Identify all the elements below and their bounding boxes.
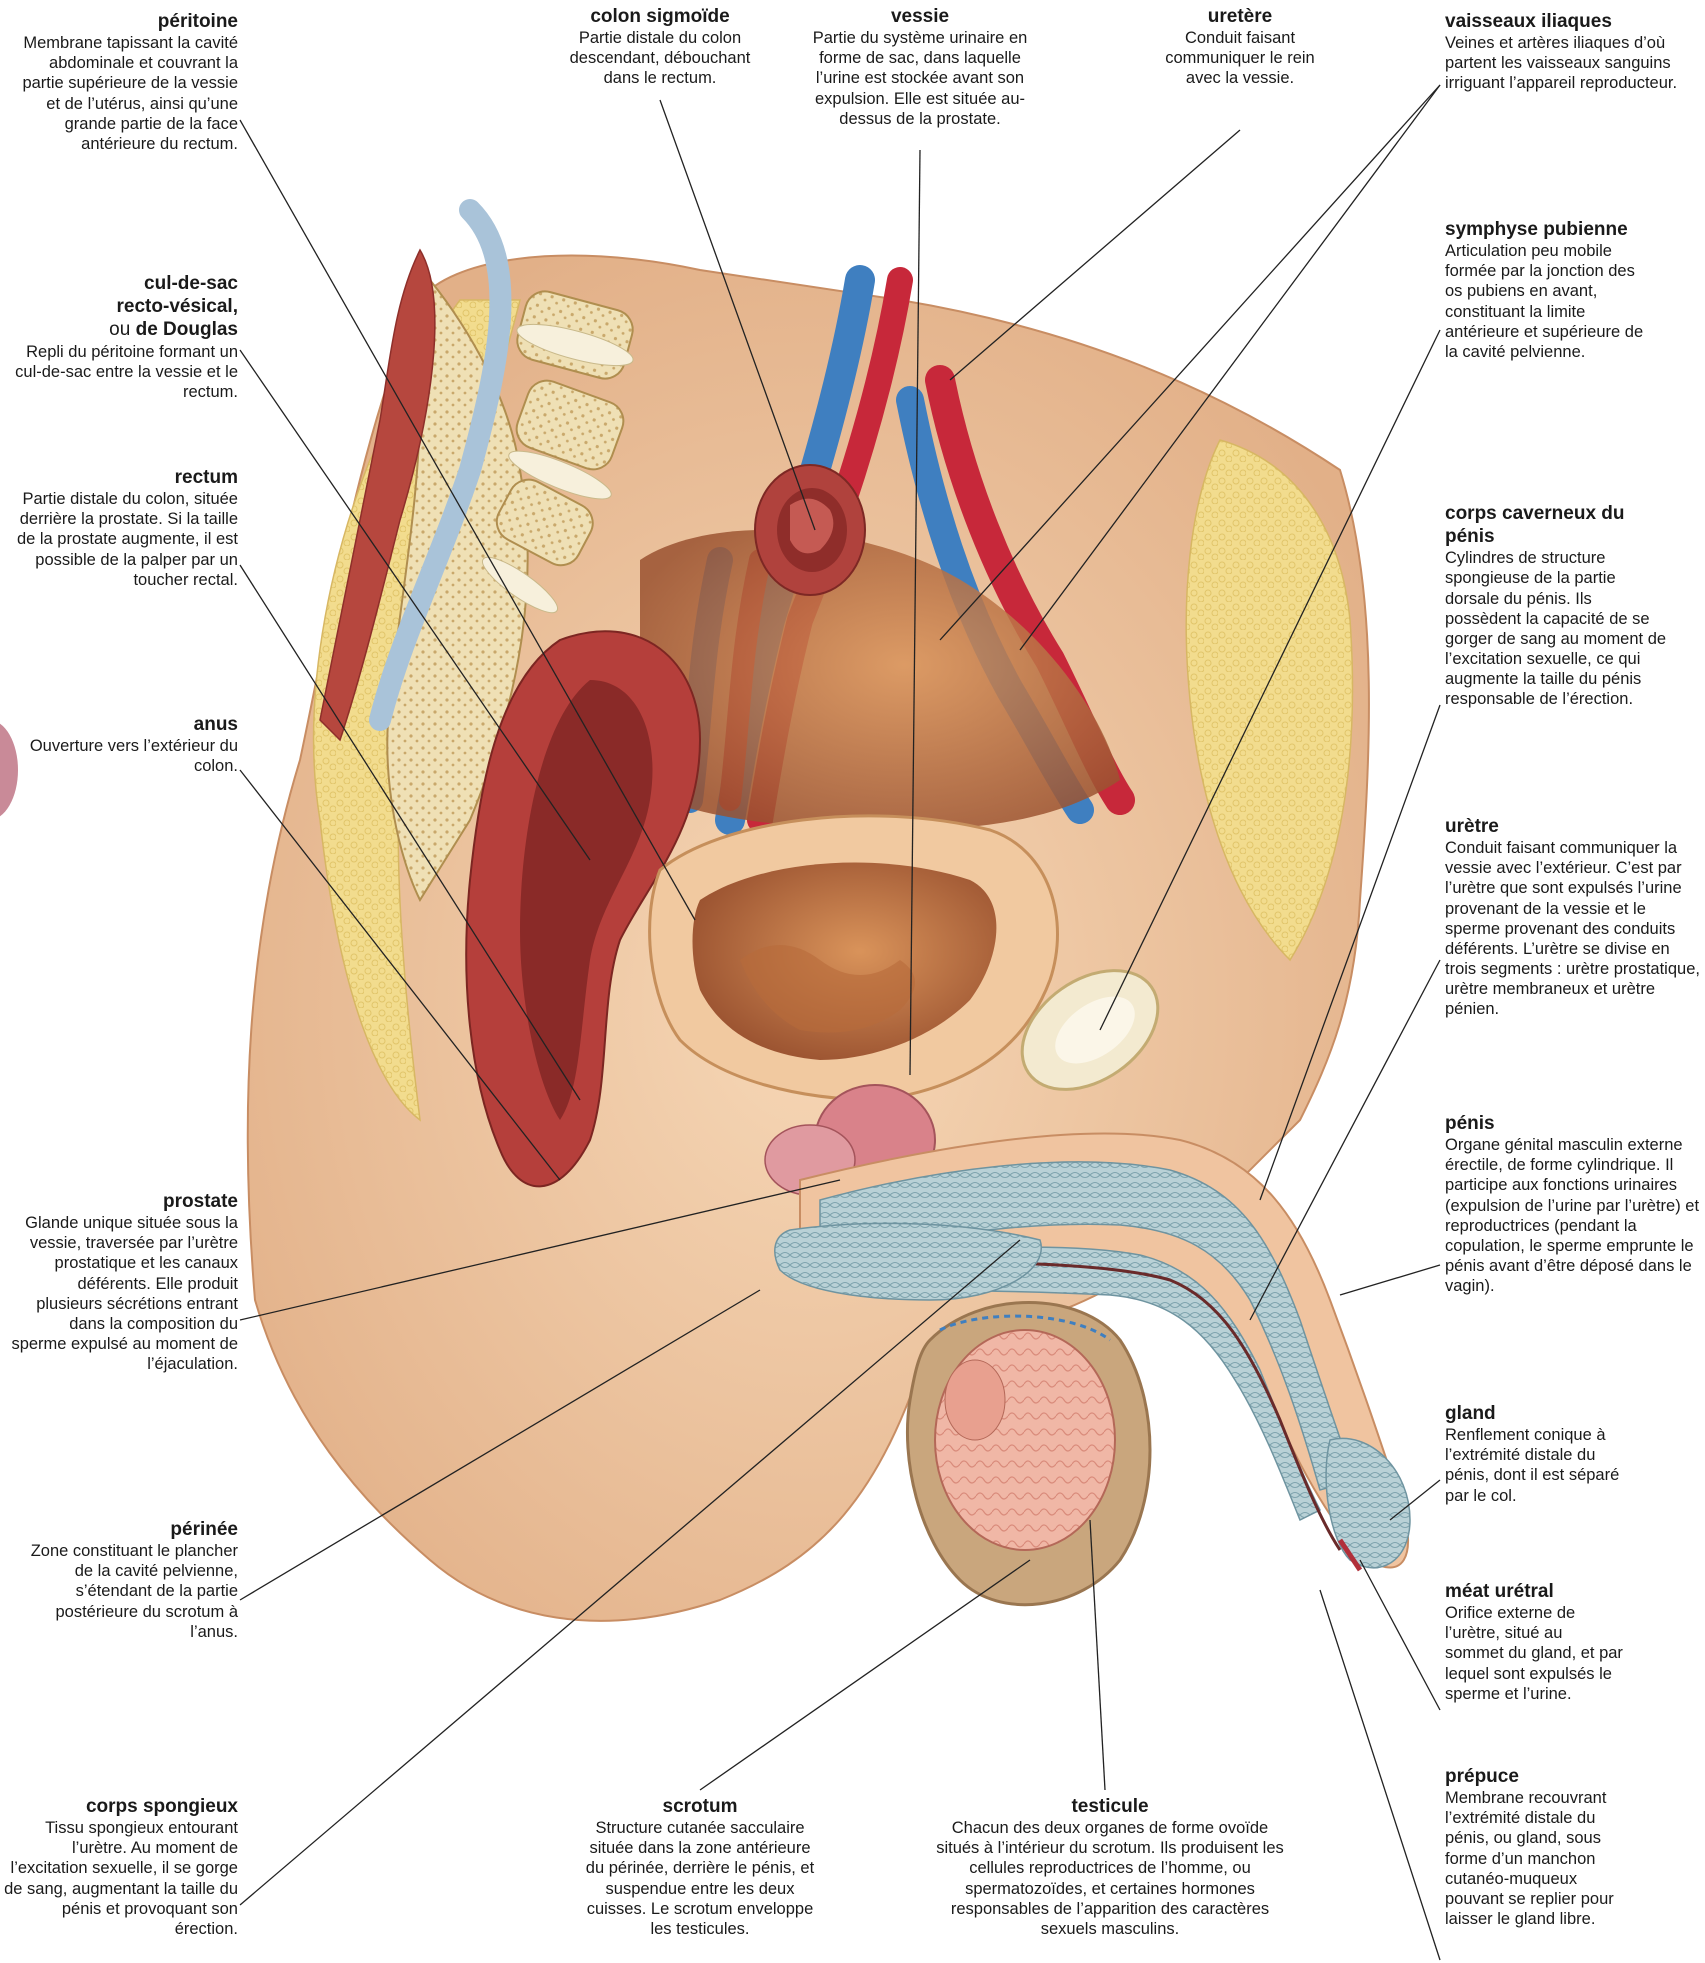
label-penis-title: pénis <box>1445 1112 1700 1135</box>
label-colon-sigmoide-text: Partie distale du colon descendant, débo… <box>550 28 770 88</box>
label-cul-de-sac-title-2: recto-vésical, <box>10 295 238 318</box>
label-corps-spongieux-title: corps spongieux <box>0 1795 238 1818</box>
label-rectum: rectum Partie distale du colon, située d… <box>10 466 238 590</box>
label-scrotum: scrotum Structure cutanée sacculaire sit… <box>580 1795 820 1939</box>
label-cul-de-sac-bold: de Douglas <box>136 319 238 340</box>
label-symphyse-text: Articulation peu mobile formée par la jo… <box>1445 241 1655 362</box>
label-prostate: prostate Glande unique située sous la ve… <box>10 1190 238 1374</box>
label-testicule: testicule Chacun des deux organes de for… <box>935 1795 1285 1939</box>
label-prepuce-text: Membrane recouvrant l’extrémité distale … <box>1445 1788 1635 1929</box>
label-symphyse-title: symphyse pubienne <box>1445 218 1655 241</box>
label-symphyse-pubienne: symphyse pubienne Articulation peu mobil… <box>1445 218 1655 362</box>
label-cul-de-sac-prefix: ou <box>109 319 135 340</box>
label-testicule-text: Chacun des deux organes de forme ovoïde … <box>935 1818 1285 1939</box>
label-colon-sigmoide-title: colon sigmoïde <box>550 5 770 28</box>
label-vaisseaux-iliaques-text: Veines et artères iliaques d’où partent … <box>1445 33 1695 93</box>
label-cul-de-sac: cul-de-sac recto-vésical, ou de Douglas … <box>10 272 238 402</box>
sigmoid-colon <box>755 465 865 595</box>
label-uretere-title: uretère <box>1165 5 1315 28</box>
label-gland-title: gland <box>1445 1402 1625 1425</box>
label-anus-title: anus <box>10 713 238 736</box>
label-vaisseaux-iliaques-title: vaisseaux iliaques <box>1445 10 1695 33</box>
label-colon-sigmoide: colon sigmoïde Partie distale du colon d… <box>550 5 770 89</box>
label-cul-de-sac-title-3: ou de Douglas <box>10 318 238 341</box>
label-corps-spongieux-text: Tissu spongieux entourant l’urètre. Au m… <box>0 1818 238 1939</box>
label-peritoine-text: Membrane tapissant la cavité abdominale … <box>10 33 238 154</box>
label-anus-text: Ouverture vers l’extérieur du colon. <box>10 736 238 776</box>
label-meat-uretral: méat urétral Orifice externe de l’urètre… <box>1445 1580 1625 1704</box>
label-vessie: vessie Partie du système urinaire en for… <box>800 5 1040 129</box>
label-vessie-text: Partie du système urinaire en forme de s… <box>800 28 1040 129</box>
label-vessie-title: vessie <box>800 5 1040 28</box>
label-vaisseaux-iliaques: vaisseaux iliaques Veines et artères ili… <box>1445 10 1695 94</box>
label-prepuce: prépuce Membrane recouvrant l’extrémité … <box>1445 1765 1635 1929</box>
label-peritoine-title: péritoine <box>10 10 238 33</box>
label-uretre: urètre Conduit faisant communiquer la ve… <box>1445 815 1700 1019</box>
label-corps-caverneux-text: Cylindres de structure spongieuse de la … <box>1445 548 1670 709</box>
label-anus: anus Ouverture vers l’extérieur du colon… <box>10 713 238 776</box>
label-scrotum-text: Structure cutanée sacculaire située dans… <box>580 1818 820 1939</box>
label-corps-caverneux-title: corps caverneux du pénis <box>1445 502 1670 548</box>
label-meat-title: méat urétral <box>1445 1580 1625 1603</box>
label-corps-caverneux: corps caverneux du pénis Cylindres de st… <box>1445 502 1670 709</box>
label-prostate-text: Glande unique située sous la vessie, tra… <box>10 1213 238 1374</box>
label-gland-text: Renflement conique à l’extrémité distale… <box>1445 1425 1625 1506</box>
label-prostate-title: prostate <box>10 1190 238 1213</box>
label-gland: gland Renflement conique à l’extrémité d… <box>1445 1402 1625 1506</box>
label-peritoine: péritoine Membrane tapissant la cavité a… <box>10 10 238 154</box>
label-rectum-text: Partie distale du colon, située derrière… <box>10 489 238 590</box>
label-scrotum-title: scrotum <box>580 1795 820 1818</box>
label-penis: pénis Organe génital masculin externe ér… <box>1445 1112 1700 1296</box>
label-uretre-text: Conduit faisant communiquer la vessie av… <box>1445 838 1700 1019</box>
label-testicule-title: testicule <box>935 1795 1285 1818</box>
label-penis-text: Organe génital masculin externe érectile… <box>1445 1135 1700 1296</box>
label-uretere: uretère Conduit faisant communiquer le r… <box>1165 5 1315 89</box>
label-perinee: périnée Zone constituant le plancher de … <box>10 1518 238 1642</box>
label-cul-de-sac-text: Repli du péritoine formant un cul-de-sac… <box>10 342 238 402</box>
label-corps-spongieux: corps spongieux Tissu spongieux entouran… <box>0 1795 238 1939</box>
label-uretere-text: Conduit faisant communiquer le rein avec… <box>1165 28 1315 88</box>
label-prepuce-title: prépuce <box>1445 1765 1635 1788</box>
scrotum-testis <box>907 1303 1150 1605</box>
label-meat-text: Orifice externe de l’urètre, situé au so… <box>1445 1603 1625 1704</box>
label-uretre-title: urètre <box>1445 815 1700 838</box>
label-rectum-title: rectum <box>10 466 238 489</box>
label-perinee-title: périnée <box>10 1518 238 1541</box>
label-cul-de-sac-title-1: cul-de-sac <box>10 272 238 295</box>
label-perinee-text: Zone constituant le plancher de la cavit… <box>10 1541 238 1642</box>
